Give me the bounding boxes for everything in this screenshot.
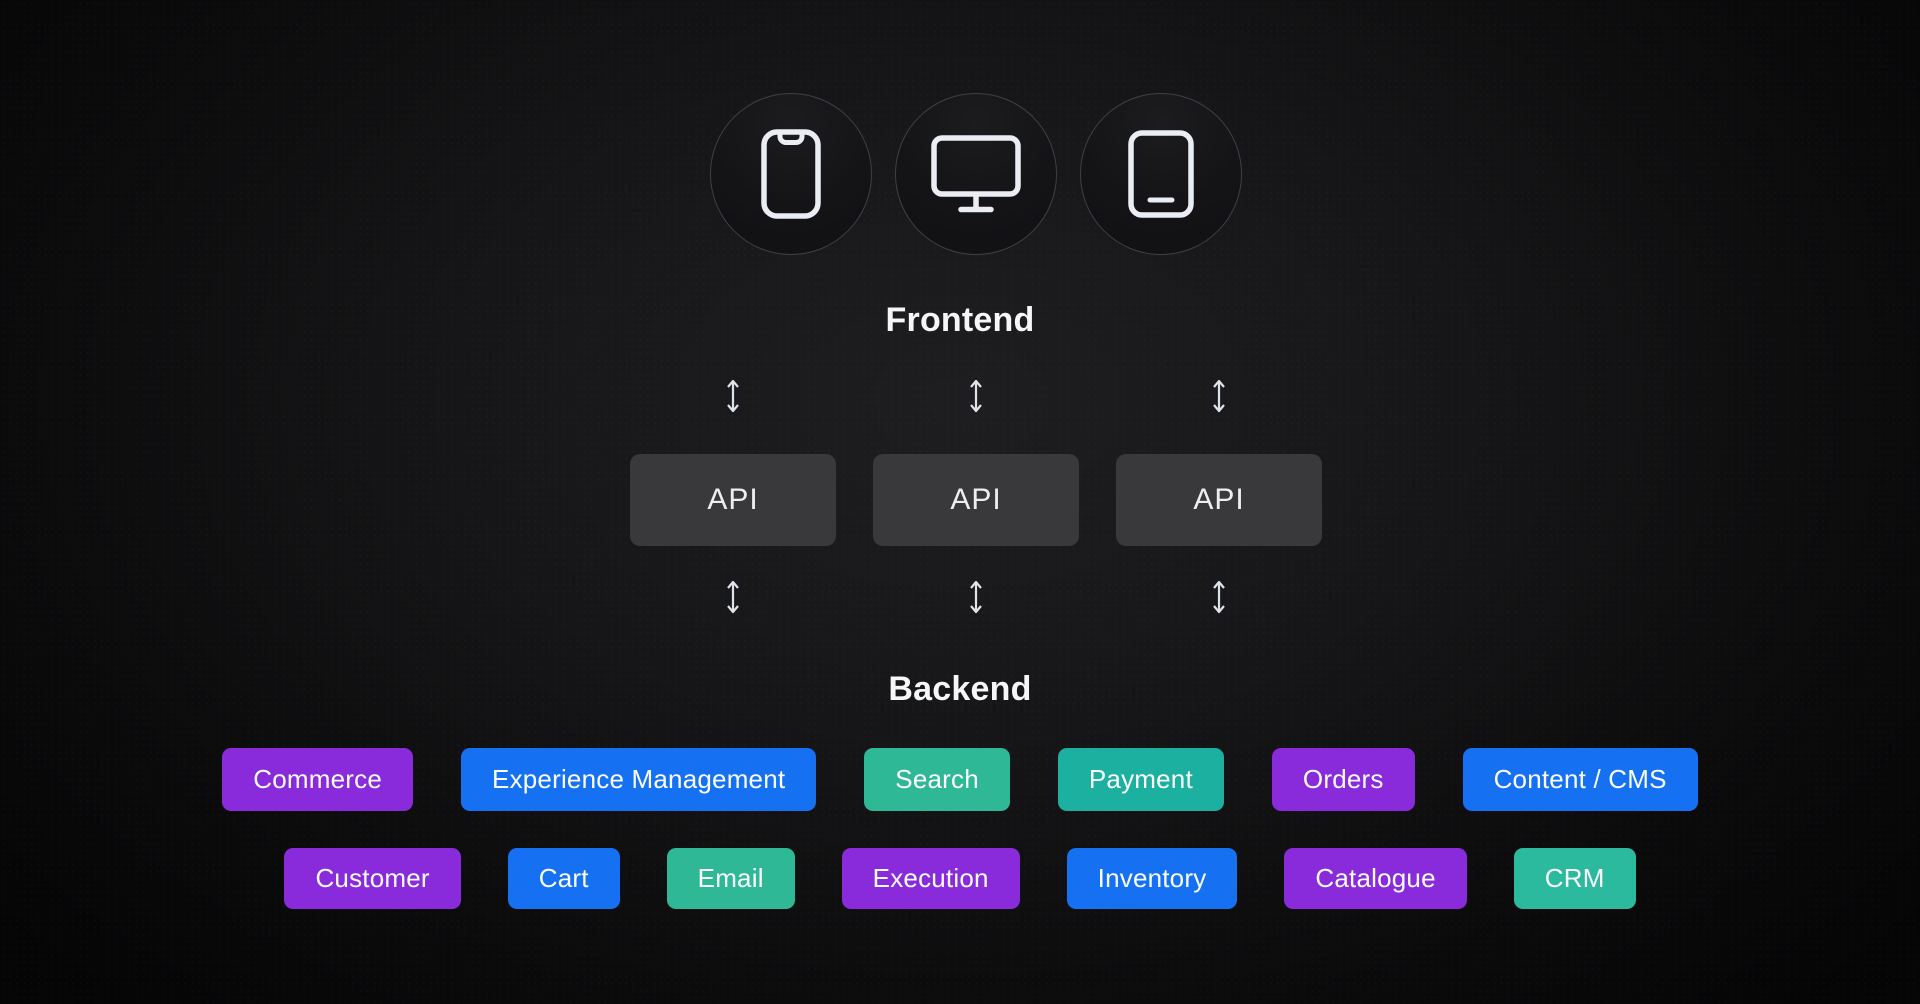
up-down-arrow-icon [727, 379, 739, 413]
api-box: API [1116, 454, 1322, 546]
arrow-cell [1116, 578, 1322, 616]
arrow-cell [873, 377, 1079, 415]
frontend-devices-row [16, 93, 1920, 255]
service-pill-customer: Customer [284, 848, 461, 909]
api-backend-arrows-row [16, 578, 1920, 616]
api-row: API API API [16, 454, 1920, 546]
tablet-icon [1128, 130, 1194, 218]
monitor-icon [931, 135, 1021, 213]
service-pill-email: Email [666, 848, 795, 909]
service-pill-payment: Payment [1057, 748, 1224, 811]
service-pill-catalogue: Catalogue [1284, 848, 1467, 909]
device-circle-monitor [895, 93, 1057, 255]
backend-services-row-2: Customer Cart Email Execution Inventory … [0, 848, 1920, 909]
up-down-arrow-icon [727, 580, 739, 614]
arrow-cell [873, 578, 1079, 616]
api-box: API [873, 454, 1079, 546]
up-down-arrow-icon [970, 580, 982, 614]
device-circle-tablet [1080, 93, 1242, 255]
service-pill-commerce: Commerce [222, 748, 414, 811]
arrow-cell [630, 377, 836, 415]
service-pill-inventory: Inventory [1066, 848, 1238, 909]
frontend-label: Frontend [885, 301, 1035, 339]
service-pill-execution: Execution [841, 848, 1020, 909]
service-pill-search: Search [864, 748, 1010, 811]
frontend-api-arrows-row [16, 377, 1920, 415]
device-circle-smartphone [710, 93, 872, 255]
api-box: API [630, 454, 836, 546]
service-pill-cart: Cart [507, 848, 620, 909]
backend-label: Backend [888, 670, 1032, 708]
up-down-arrow-icon [1213, 580, 1225, 614]
up-down-arrow-icon [970, 379, 982, 413]
service-pill-orders: Orders [1271, 748, 1415, 811]
smartphone-icon [761, 129, 821, 219]
service-pill-content-cms: Content / CMS [1462, 748, 1698, 811]
service-pill-experience-management: Experience Management [461, 748, 817, 811]
up-down-arrow-icon [1213, 379, 1225, 413]
arrow-cell [1116, 377, 1322, 415]
arrow-cell [630, 578, 836, 616]
backend-services-row-1: Commerce Experience Management Search Pa… [0, 748, 1920, 811]
service-pill-crm: CRM [1513, 848, 1636, 909]
